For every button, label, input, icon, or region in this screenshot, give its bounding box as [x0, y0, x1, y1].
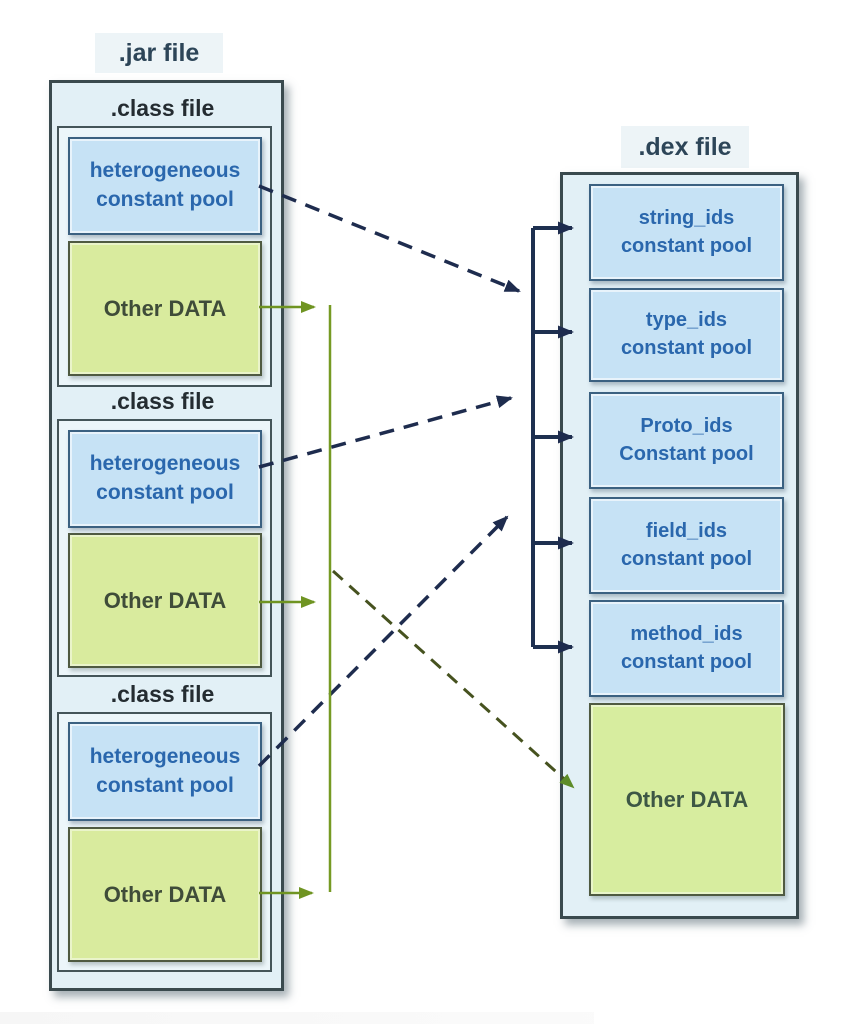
scan-artifact	[0, 1012, 594, 1024]
heterogeneous-constant-pool-box-3: heterogeneous constant pool	[68, 722, 262, 821]
dex-file-label: .dex file	[621, 126, 749, 168]
heterogeneous-constant-pool-box-2: heterogeneous constant pool	[68, 430, 262, 528]
dex-field-ids-pool-box: field_ids constant pool	[589, 497, 784, 594]
other-data-box-1: Other DATA	[68, 241, 262, 376]
arrow-pool2-to-dex	[258, 395, 513, 469]
dex-other-data-box: Other DATA	[589, 703, 785, 896]
dex-type-ids-pool-box: type_ids constant pool	[589, 288, 784, 382]
other-data-box-3: Other DATA	[68, 827, 262, 962]
heterogeneous-constant-pool-box-1: heterogeneous constant pool	[68, 137, 262, 235]
dex-proto-ids-pool-box: Proto_ids Constant pool	[589, 392, 784, 489]
dex-string-ids-pool-box: string_ids constant pool	[589, 184, 784, 281]
jar-file-label: .jar file	[95, 33, 223, 73]
dex-method-ids-pool-box: method_ids constant pool	[589, 600, 784, 697]
class-file-label: .class file	[110, 388, 215, 414]
arrow-pool1-to-dex	[258, 184, 521, 293]
arrow-pool3-to-dex	[257, 515, 509, 768]
class-file-label: .class file	[110, 681, 215, 707]
arrow-collector-to-dex-other-data	[331, 569, 575, 789]
class-file-label: .class file	[110, 95, 215, 121]
other-data-box-2: Other DATA	[68, 533, 262, 668]
